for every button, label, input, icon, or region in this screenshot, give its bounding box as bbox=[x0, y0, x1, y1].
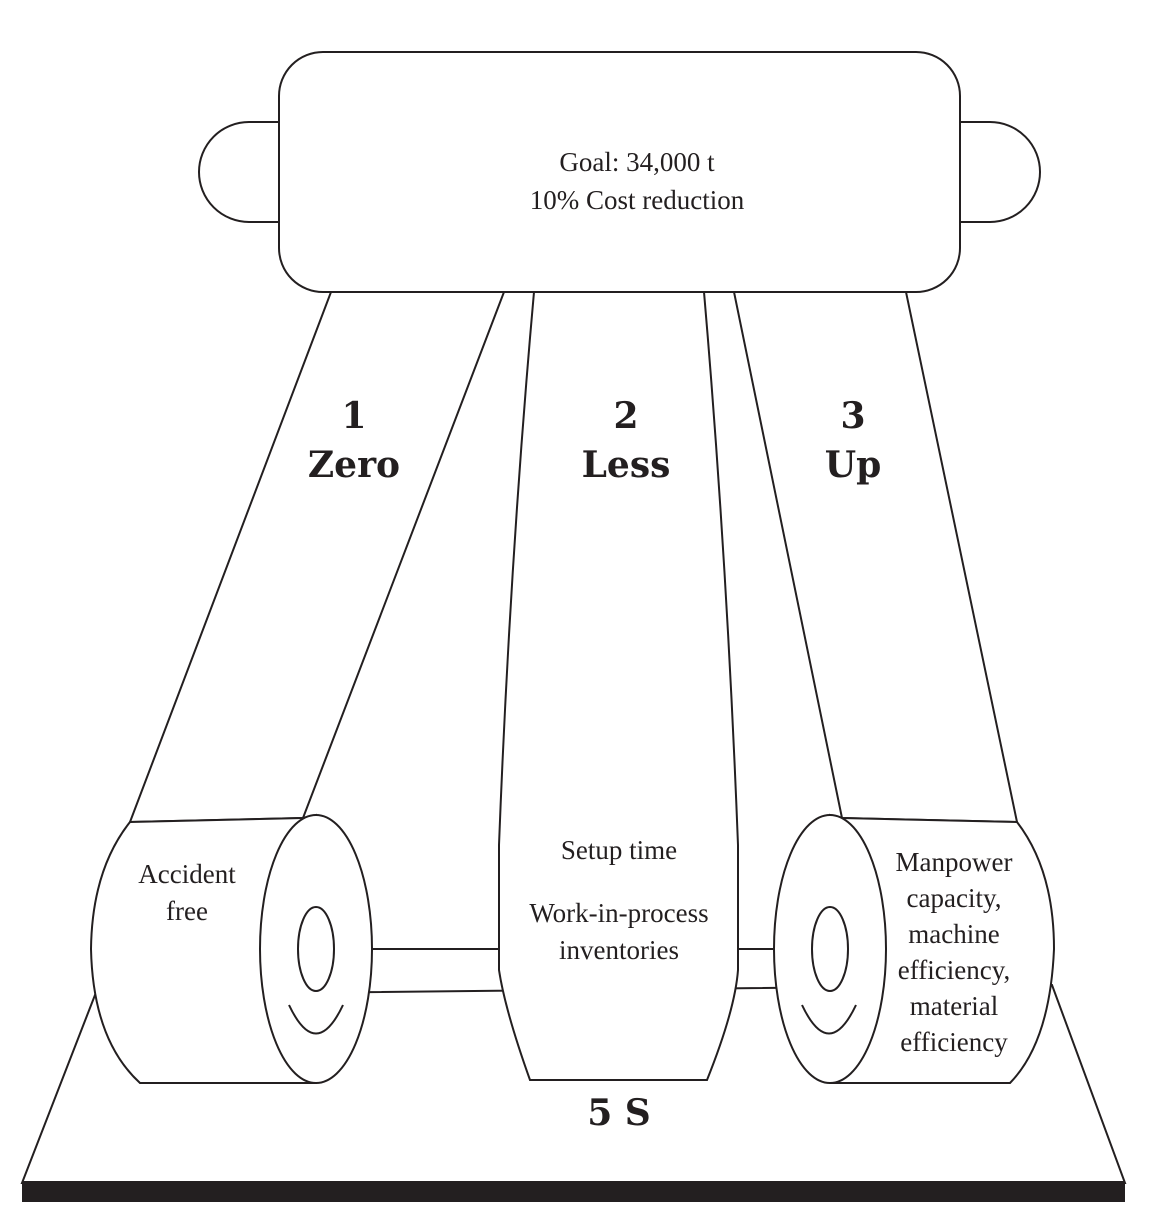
pillar-2-text-1: Setup time bbox=[561, 835, 677, 865]
pillar-2-text-3: inventories bbox=[559, 935, 679, 965]
pillar-3-text-4: efficiency, bbox=[898, 955, 1010, 985]
pillar-3-number: 3 bbox=[840, 395, 865, 437]
pillar-1-title: Zero bbox=[308, 444, 400, 486]
pillar-3-text-3: machine bbox=[908, 919, 999, 949]
pillar-3-text-5: material bbox=[910, 991, 998, 1021]
pillar-2-title: Less bbox=[582, 444, 671, 486]
base-bar bbox=[22, 1181, 1125, 1202]
goal-line-2: 10% Cost reduction bbox=[530, 185, 745, 215]
pillar-3-text-6: efficiency bbox=[900, 1027, 1008, 1057]
pillar-3-title: Up bbox=[825, 444, 882, 486]
pillar-2-text-2: Work-in-process bbox=[529, 898, 708, 928]
foundation-label: 5 S bbox=[587, 1092, 651, 1134]
goal-handle-right bbox=[959, 121, 1041, 223]
goal-roller: Goal: 34,000 t 10% Cost reduction bbox=[198, 51, 1041, 293]
belt-center bbox=[498, 291, 739, 1081]
pillar-1-text-1: Accident bbox=[138, 859, 236, 889]
belt-right bbox=[732, 291, 1019, 824]
pillar-1-number: 1 bbox=[341, 395, 366, 437]
pillar-3-text-1: Manpower bbox=[896, 847, 1013, 877]
goal-line-1: Goal: 34,000 t bbox=[559, 147, 715, 177]
roller-left bbox=[89, 813, 373, 1084]
goal-handle-left bbox=[198, 121, 280, 223]
goal-box bbox=[278, 51, 961, 293]
pillar-2-number: 2 bbox=[613, 395, 638, 437]
pillar-1-text-2: free bbox=[166, 896, 208, 926]
pillar-3-text-2: capacity, bbox=[907, 883, 1002, 913]
belt-left bbox=[128, 291, 506, 824]
roller-right bbox=[773, 813, 1056, 1084]
